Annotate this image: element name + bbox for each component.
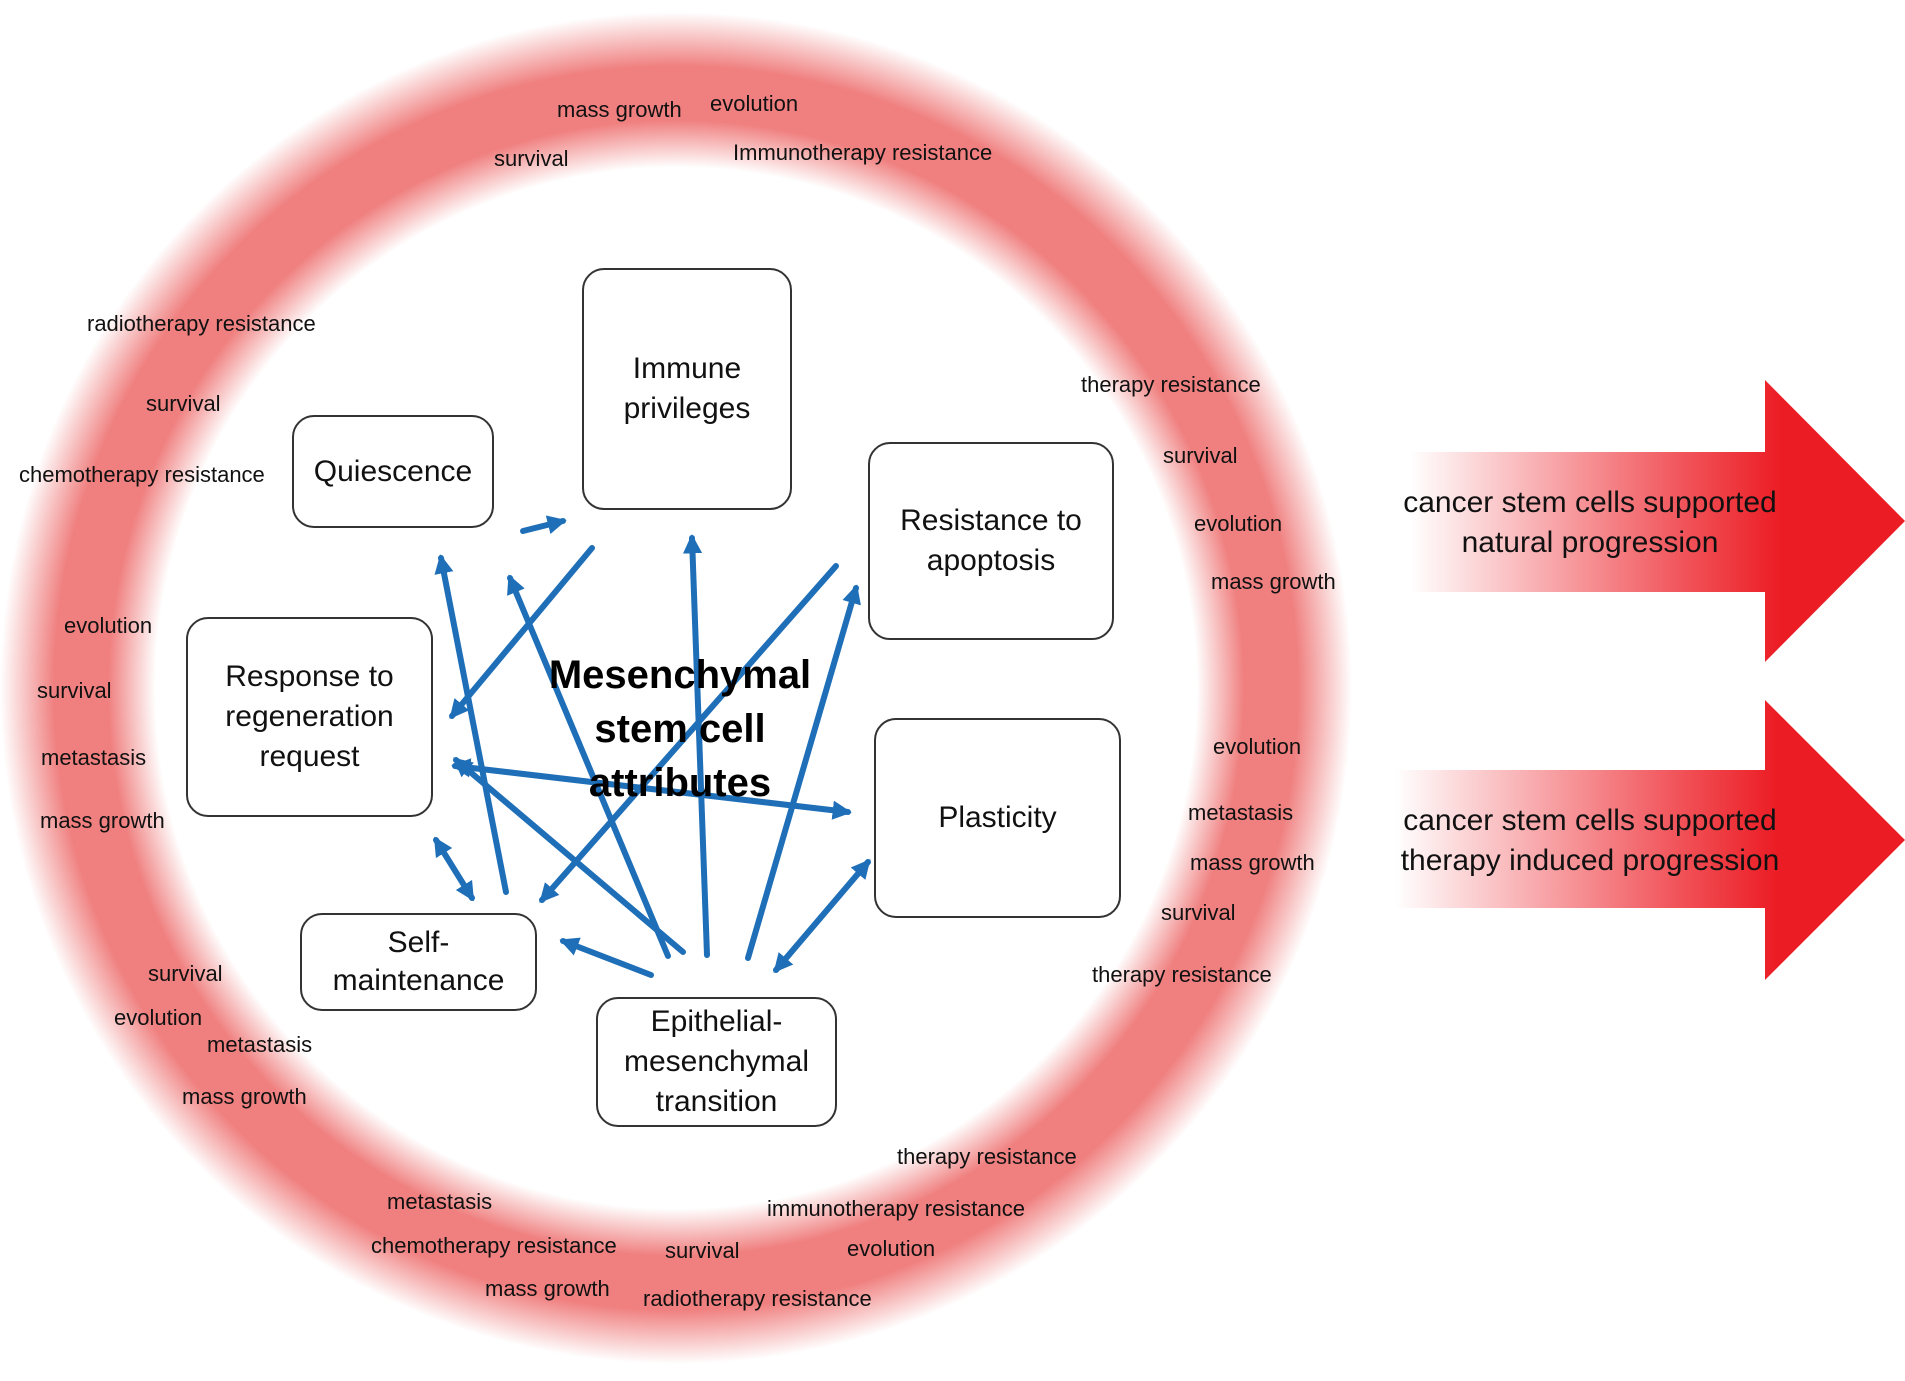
ring-label: survival [665,1238,740,1263]
ring-label: therapy resistance [897,1144,1077,1169]
node-response-to-regeneration: Response to regeneration request [186,617,433,817]
node-self-maintenance: Self- maintenance [300,913,537,1011]
ring-label: evolution [1194,511,1283,536]
ring-label: survival [1163,443,1238,468]
arrow-self-maintenance-regeneration [433,836,475,902]
ring-label: survival [146,391,221,416]
connector-arrows [433,515,871,978]
ring-label: survival [494,146,569,171]
node-resistance-to-apoptosis-label: Resistance to apoptosis [900,504,1082,577]
ring-label: chemotherapy resistance [371,1233,617,1258]
node-immune-privileges-label: Immune privileges [623,352,751,425]
outcome-natural-progression: cancer stem cells supported natural prog… [1403,486,1777,559]
node-plasticity-label: Plasticity [938,801,1057,834]
ring-label: chemotherapy resistance [19,462,265,487]
outcome-arrow-natural [1410,380,1905,662]
arrow-apoptosis-to-self-maintenance [539,563,839,903]
ring-label: metastasis [41,745,147,770]
ring-label: radiotherapy resistance [643,1286,872,1311]
node-emt: Epithelial- mesenchymal transition [596,997,837,1127]
outcome-arrow-therapy [1395,700,1905,980]
ring-label: therapy resistance [1092,962,1272,987]
ring-label: survival [37,678,112,703]
node-resistance-to-apoptosis: Resistance to apoptosis [868,442,1114,640]
ring-label: therapy resistance [1081,372,1261,397]
ring-label: evolution [64,613,153,638]
ring-label: mass growth [485,1276,610,1301]
node-quiescence: Quiescence [292,415,494,528]
ring-label: evolution [1213,734,1302,759]
node-quiescence-label: Quiescence [313,454,473,488]
arrow-emt-plasticity [773,859,871,973]
ring-label: metastasis [387,1189,493,1214]
arrow-emt-to-self-maintenance [559,937,654,978]
ring-label: survival [1161,900,1236,925]
ring-label: mass growth [1211,569,1336,594]
ring-label: mass growth [40,808,165,833]
ring-label: mass growth [182,1084,307,1109]
ring-label: evolution [710,91,799,116]
node-emt-label: Epithelial- mesenchymal transition [623,1005,810,1118]
node-immune-privileges: Immune privileges [582,268,792,510]
node-plasticity: Plasticity [874,718,1121,918]
outcome-therapy-induced-progression: cancer stem cells supported therapy indu… [1400,804,1780,877]
outer-ring [0,12,1352,1364]
ring-label: mass growth [557,97,682,122]
ring-label: evolution [114,1005,203,1030]
ring-label: survival [148,961,223,986]
node-self-maintenance-label: Self- maintenance [332,926,505,997]
ring-label: metastasis [1188,800,1294,825]
arrow-regeneration-plasticity [451,758,852,820]
arrow-emt-to-immune [682,534,710,958]
ring-label: evolution [847,1236,936,1261]
ring-label: metastasis [207,1032,313,1057]
ring-label: radiotherapy resistance [87,311,316,336]
center-title: Mesenchymal stem cell attributes [548,653,812,805]
ring-label: Immunotherapy resistance [733,140,993,165]
arrow-self-maintenance-to-quiescence [434,554,509,895]
arrow-quiescence-to-immune [520,515,567,535]
ring-label: mass growth [1190,850,1315,875]
ring-label: immunotherapy resistance [767,1196,1026,1221]
arrow-immune-to-regeneration [449,545,595,719]
node-response-to-regeneration-label: Response to regeneration request [225,660,394,773]
